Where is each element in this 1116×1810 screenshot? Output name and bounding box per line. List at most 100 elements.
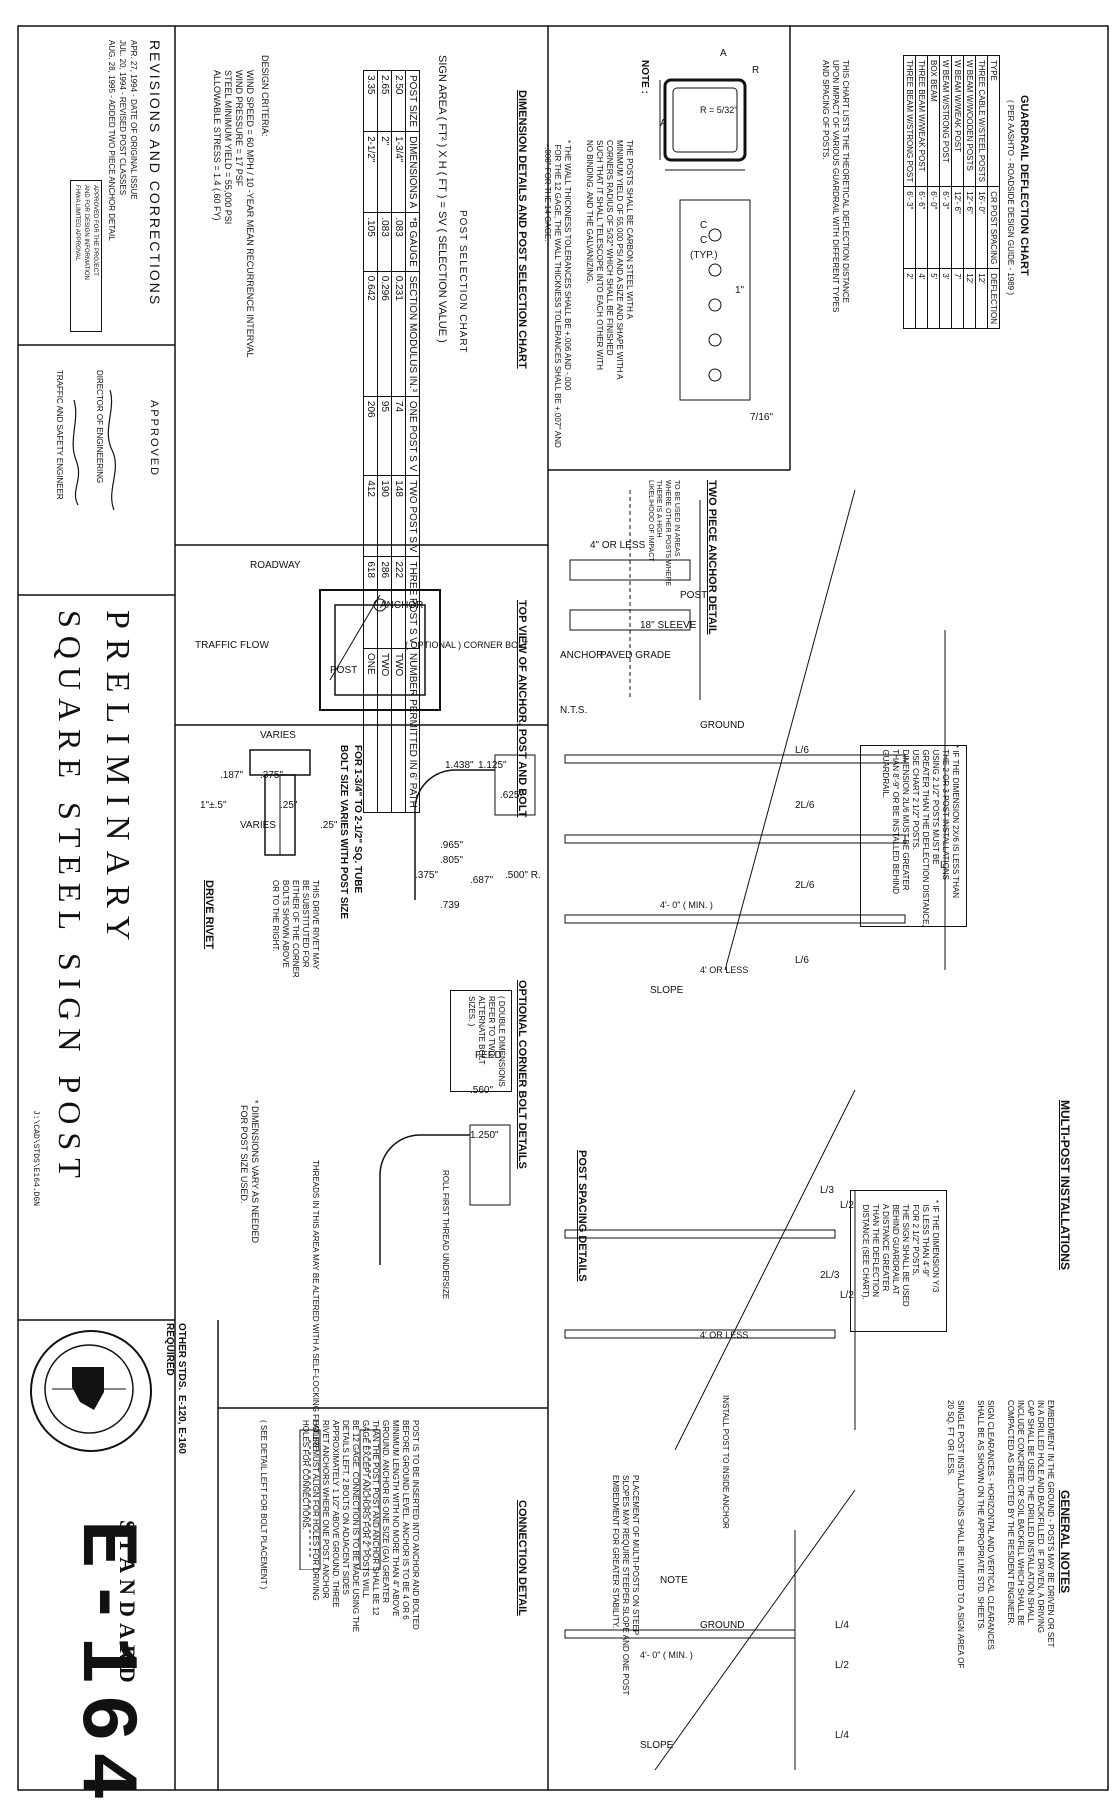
table-cell: 2.50	[391, 70, 406, 132]
dim-7-16: 7/16"	[750, 412, 774, 423]
dr-dim-1: .25"	[320, 820, 338, 831]
cb-vary-note: * DIMENSIONS VARY AS NEEDED FOR POST SIZ…	[238, 1100, 260, 1244]
table-cell: 206	[363, 396, 378, 476]
table-cell: 148	[391, 475, 406, 557]
status-preliminary: PRELIMINARY	[99, 610, 136, 951]
dim-c: C	[700, 220, 708, 231]
revisions-title: REVISIONS AND CORRECTIONS	[147, 40, 163, 307]
stamp-line-3: FHWA LIMITED APPROVAL	[74, 185, 80, 261]
table-cell: W BEAM W/STRONG POST	[939, 55, 952, 187]
required-label: REQUIRED	[164, 1323, 175, 1376]
mp2-4ft-less: 4' OR LESS	[700, 1330, 749, 1340]
table-header: *B GAUGE	[405, 212, 420, 272]
revision-1: APR. 27, 1994 - DATE OF ORIGINAL ISSUE	[129, 40, 138, 200]
tolerance-note: * THE WALL THICKNESS TOLERANCES SHALL BE…	[543, 140, 572, 448]
table-cell: 12'	[963, 268, 976, 329]
file-reference: J:\CAD\STDS\E164.DGN	[31, 1110, 40, 1207]
cb-dim-1: .625"	[500, 790, 524, 801]
dr-dim-2: .375"	[260, 770, 284, 781]
mp-slope: SLOPE	[650, 985, 684, 996]
dr-varies-2: VARIES	[240, 820, 276, 831]
table-header: DIMENSIONS A	[405, 131, 420, 213]
table-cell: 190	[377, 475, 392, 557]
dim-c-2: C	[700, 235, 708, 246]
table-cell: 3.35	[363, 70, 378, 132]
signer-traffic: TRAFFIC AND SAFETY ENGINEER	[55, 370, 64, 500]
mp3-l4: L/4	[835, 1620, 849, 1631]
table-cell: 412	[363, 475, 378, 557]
connection-drawing	[299, 1429, 381, 1570]
mp3-l4-b: L/4	[835, 1730, 849, 1741]
table-cell: 1-3/4"	[391, 131, 406, 213]
table-cell: W BEAM W/WOODEN POSTS	[963, 55, 976, 187]
mp3-l2: L/2	[835, 1660, 849, 1671]
alt-dim-text: ( DOUBLE DIMENSIONS REFER TO TWO ALTERNA…	[467, 996, 506, 1087]
drive-rivet-title: DRIVE RIVET	[203, 880, 215, 950]
cb-dim-9: .805"	[440, 855, 464, 866]
cb-dim-5: .687"	[470, 875, 494, 886]
cb-dim-3: 1.438"	[445, 760, 474, 771]
table-header: POST SIZE	[405, 70, 420, 132]
dimension-chart-title: DIMENSION DETAILS AND POST SELECTION CHA…	[516, 90, 528, 369]
table-cell: 12'- 6"	[963, 186, 976, 269]
cb-dim-4: .500" R.	[505, 870, 541, 881]
tp-sleeve: 18" SLEEVE	[640, 620, 697, 631]
table-header: TYPE	[987, 55, 1000, 187]
connection-title: CONNECTION DETAIL	[516, 1500, 528, 1616]
table-cell: 6'- 3"	[939, 186, 952, 269]
mp-2l6: 2L/6	[795, 800, 815, 811]
design-criteria-title: DESIGN CRITERIA:	[260, 55, 270, 137]
dr-dim-4: .25"	[280, 800, 298, 811]
approval-stamp: APPROVED FOR THE PROJECT AND FOR DESIGN …	[70, 180, 102, 332]
table-cell: 4'	[915, 268, 928, 329]
mp2-install-note: INSTALL POST TO INSIDE ANCHOR	[721, 1395, 730, 1529]
table-cell: 74	[391, 396, 406, 476]
mp-4ft-min: 4'- 0" ( MIN. )	[660, 900, 713, 910]
table-header: DEFLECTION	[987, 268, 1000, 329]
tp-nts: N.T.S.	[560, 705, 588, 716]
state-seal-icon	[30, 1330, 152, 1452]
multi-post-note2-box	[850, 1190, 947, 1332]
table-cell: .083	[391, 212, 406, 272]
mp3-ground: GROUND	[700, 1620, 745, 1631]
mp-l: L	[940, 860, 946, 871]
selection-formula: SIGN AREA ( FT² ) X H ( FT ) = SV ( SELE…	[436, 55, 448, 343]
seal-graphic	[44, 1344, 134, 1434]
table-cell: 6'- 3"	[903, 186, 916, 269]
cb-dim-6: .375"	[415, 870, 439, 881]
connection-see-detail: ( SEE DETAIL LEFT FOR BOLT PLACEMENT )	[259, 1420, 268, 1590]
mp3-4ft-min: 4'- 0" ( MIN. )	[640, 1650, 693, 1660]
cb-feed: FEED	[475, 1050, 502, 1061]
stamp-line-1: APPROVED FOR THE PROJECT	[92, 185, 98, 276]
dim-radius: R = 5/32"	[700, 105, 738, 115]
cb-dim-2: 1.125"	[478, 760, 507, 771]
mp3-note: NOTE	[660, 1575, 688, 1586]
table-cell: 6'- 6"	[915, 186, 928, 269]
tp-anchor: ANCHOR	[560, 650, 604, 661]
corner-bolt-drawing-1	[414, 754, 536, 900]
table-cell: .083	[377, 212, 392, 272]
signatures-icon	[72, 389, 116, 511]
mp2-l3: L/3	[820, 1185, 834, 1196]
tv-corner-bolt: ( OPTIONAL ) CORNER BOLT	[405, 640, 529, 650]
dr-dim-3: .187"	[220, 770, 244, 781]
dim-typ: (TYP.)	[690, 250, 718, 261]
post-note-title: NOTE :	[639, 60, 650, 94]
cb-thread-note: THREADS IN THIS AREA MAY BE ALTERED WITH…	[311, 1160, 320, 1451]
table-header: ONE POST S V	[405, 396, 420, 476]
criteria-line-1: WIND SPEED = 60 MPH / 10 -YEAR MEAN RECU…	[245, 70, 255, 358]
approved-label: APPROVED	[148, 400, 160, 478]
table-header: TWO POST S V	[405, 475, 420, 557]
criteria-line-3: STEEL MINIMUM YIELD = 55,000 PSI	[223, 70, 233, 225]
table-cell: 0.296	[377, 271, 392, 397]
table-header: CR POST SPACING	[987, 186, 1000, 269]
dr-dim-5: 1"±.5"	[200, 800, 227, 811]
dr-varies: VARIES	[260, 730, 296, 741]
other-stds-value: E-120, E-160	[176, 1395, 187, 1454]
